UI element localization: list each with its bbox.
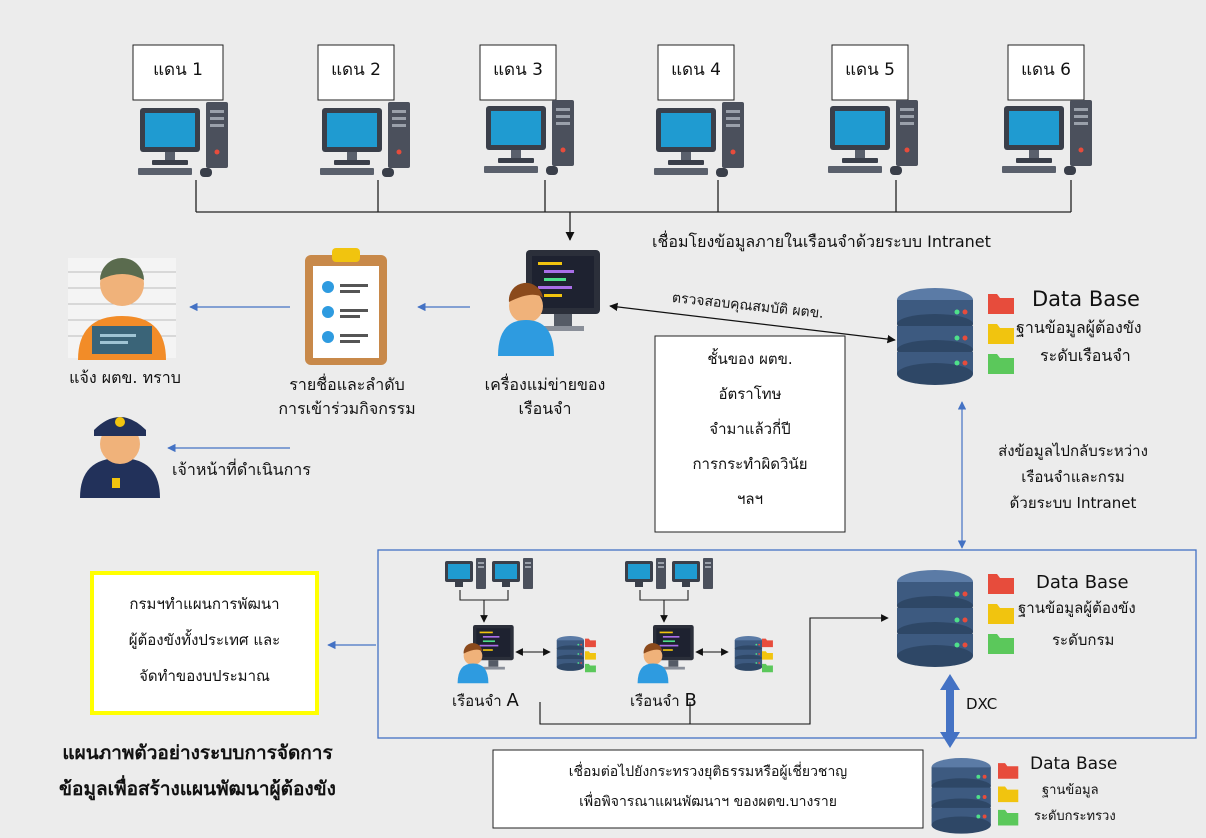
db-ministry-title: Data Base (1030, 754, 1118, 774)
computer-icon (445, 558, 486, 589)
db-prison-title: Data Base (1032, 287, 1140, 311)
criteria-5: ฯลฯ (736, 490, 764, 508)
lane-label-1: แดน 1 (153, 60, 203, 80)
criteria-2: อัตราโทษ (718, 385, 782, 403)
diagram-title-1: แผนภาพตัวอย่างระบบการจัดการ (62, 742, 333, 764)
prison-b-prefix: เรือนจำ (630, 692, 680, 710)
db-prison-line-2: ระดับเรือนจำ (1040, 346, 1131, 365)
computer-icon (492, 558, 533, 589)
db-ministry-line-1: ฐานข้อมูล (1042, 783, 1099, 798)
prison-to-dept-line (539, 614, 889, 725)
folder-icon (998, 763, 1019, 826)
dxc-label: DXC (966, 695, 998, 713)
notify-label: แจ้ง ผตข. ทราบ (69, 368, 181, 387)
sync-label-1: ส่งข้อมูลไปกลับระหว่าง (998, 442, 1148, 460)
lane-box-3 (479, 44, 557, 101)
db-prison-line-1: ฐานข้อมูลผู้ต้องขัง (1016, 318, 1142, 337)
db-dept-line-2: ระดับกรม (1052, 631, 1115, 649)
database-icon (897, 288, 973, 385)
diagram-title-2: ข้อมูลเพื่อสร้างแผนพัฒนาผู้ต้องขัง (59, 778, 336, 800)
ministry-connect-1: เชื่อมต่อไปยังกระทรวงยุติธรรมหรือผู้เชี่… (568, 764, 848, 780)
intranet-bus (195, 180, 1072, 241)
lane-label-4: แดน 4 (671, 60, 721, 80)
computer-icon (138, 102, 228, 177)
computer-icon (672, 558, 713, 589)
criteria-1: ชั้นของ ผตข. (707, 350, 793, 368)
db-ministry-line-2: ระดับกระทรวง (1034, 809, 1116, 824)
dept-plan-box (90, 571, 319, 715)
lane-box-6 (1007, 44, 1085, 101)
prison-b-label: เรือนจำ B (630, 688, 697, 714)
prison-a-group (445, 558, 596, 684)
database-icon (897, 570, 973, 667)
lane-label-6: แดน 6 (1021, 60, 1071, 80)
ministry-box (492, 749, 924, 829)
lane-box-2 (317, 44, 395, 101)
server-label-1: เครื่องแม่ข่ายของ (484, 375, 606, 394)
lane-box-4 (657, 44, 735, 101)
lane-box-1 (132, 44, 224, 101)
computer-icon (484, 100, 574, 175)
criteria-4: การกระทำผิดวินัย (692, 455, 808, 473)
prison-a-prefix: เรือนจำ (452, 692, 502, 710)
dxc-arrow (940, 674, 960, 748)
department-frame (377, 549, 1197, 739)
dept-plan-2: ผู้ต้องขังทั้งประเทศ และ (128, 631, 281, 649)
lane-label-3: แดน 3 (493, 60, 543, 80)
computer-icon (1002, 100, 1092, 175)
officer-icon (80, 417, 160, 498)
folder-icon (988, 574, 1014, 654)
server-label-2: เรือนจำ (518, 399, 572, 418)
criteria-3: จำมาแล้วกี่ปี (709, 420, 791, 438)
clipboard-icon (305, 248, 387, 365)
ministry-connect-2: เพื่อพิจารณาแผนพัฒนาฯ ของผตข.บางราย (579, 794, 837, 810)
lane-label-2: แดน 2 (331, 60, 381, 80)
list-label-1: รายชื่อและลำดับ (289, 375, 405, 394)
officer-label: เจ้าหน้าที่ดำเนินการ (172, 460, 311, 479)
sync-label-3: ด้วยระบบ Intranet (1009, 494, 1137, 512)
prison-a-letter: A (506, 690, 519, 711)
intranet-label: เชื่อมโยงข้อมูลภายในเรือนจำด้วยระบบ Intr… (652, 232, 991, 251)
db-dept-line-1: ฐานข้อมูลผู้ต้องขัง (1018, 599, 1136, 617)
dept-plan-1: กรมฯทำแผนการพัฒนา (129, 595, 280, 613)
lane-group (132, 44, 1092, 177)
prison-b-group (625, 558, 773, 684)
prison-b-letter: B (684, 690, 697, 711)
lane-box-5 (831, 44, 909, 101)
prison-a-label: เรือนจำ A (452, 688, 519, 714)
database-icon (931, 758, 991, 834)
computer-icon (828, 100, 918, 175)
check-arrow (609, 302, 896, 344)
criteria-box (654, 335, 846, 533)
sync-label-2: เรือนจำและกรม (1021, 468, 1125, 486)
computer-icon (625, 558, 666, 589)
list-label-2: การเข้าร่วมกิจกรรม (278, 399, 416, 418)
lane-label-5: แดน 5 (845, 60, 895, 80)
db-dept-title: Data Base (1036, 572, 1129, 593)
folder-icon (988, 294, 1014, 374)
dept-plan-3: จัดทำของบประมาณ (139, 667, 270, 685)
prisoner-icon (68, 258, 176, 360)
computer-icon (320, 102, 410, 177)
flow-arrows (167, 302, 470, 453)
prison-server-icon (498, 250, 600, 356)
computer-icon (654, 102, 744, 177)
